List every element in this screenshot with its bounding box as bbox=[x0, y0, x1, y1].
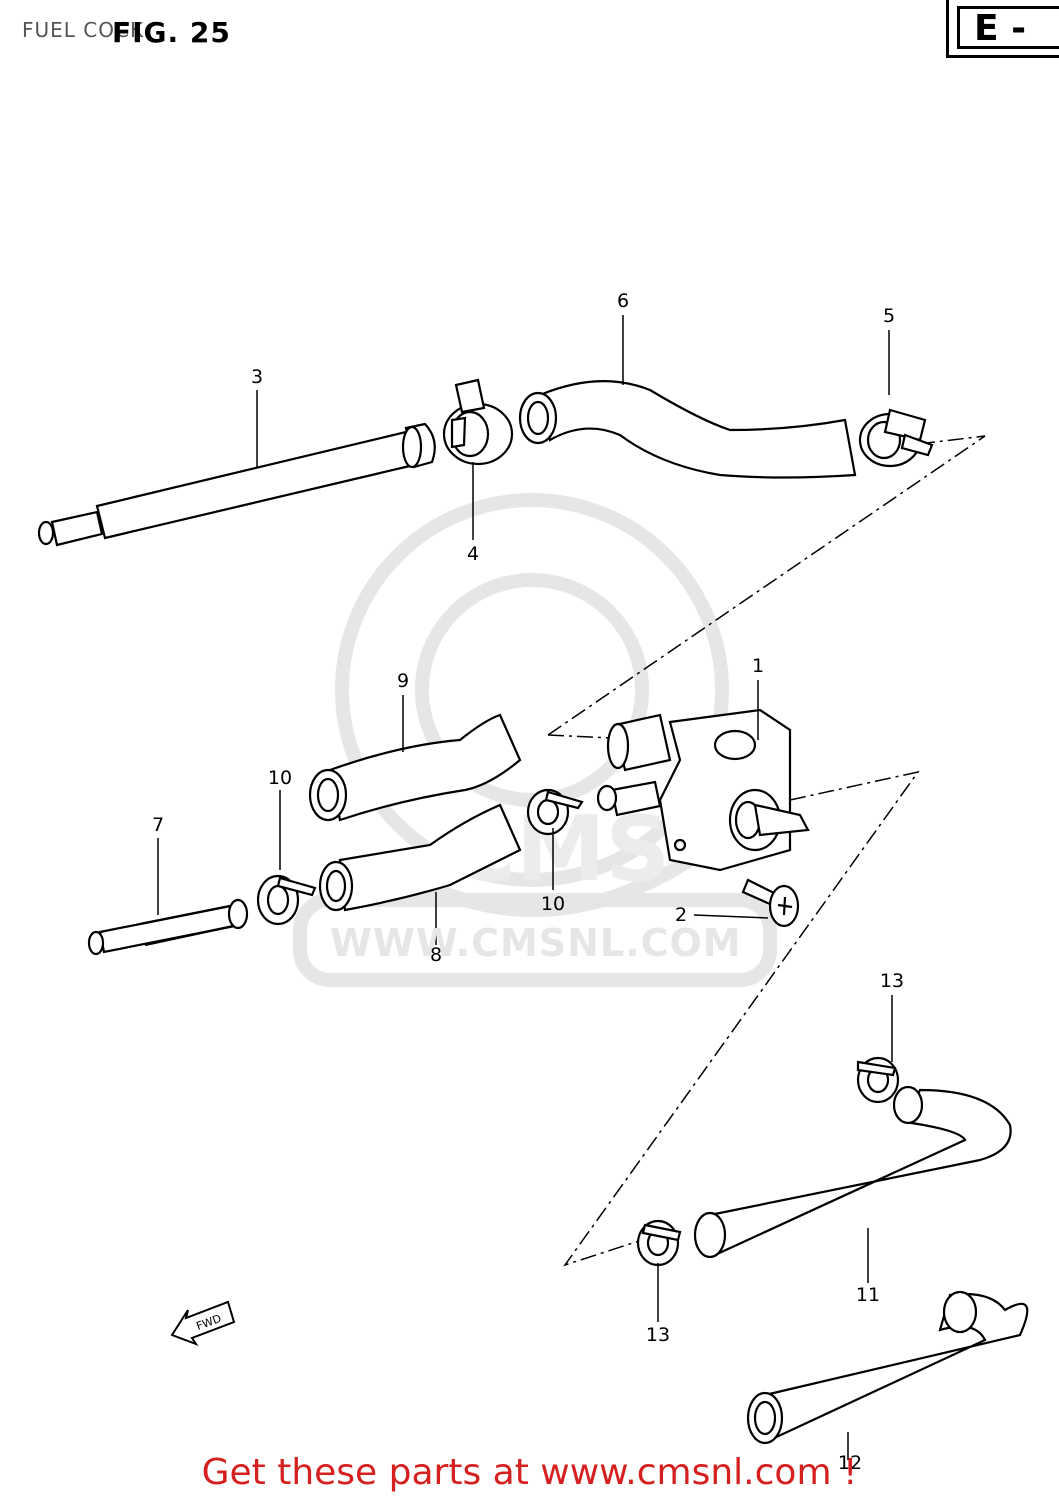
part-6-hose bbox=[518, 380, 857, 479]
callout-13a[interactable]: 13 bbox=[879, 970, 905, 992]
callout-9[interactable]: 9 bbox=[396, 670, 410, 692]
callout-5[interactable]: 5 bbox=[882, 305, 896, 327]
part-10b-clamp bbox=[526, 788, 584, 836]
page-title: FUEL COCK bbox=[22, 18, 145, 42]
part-11-hose bbox=[693, 1085, 1012, 1259]
part-9-hose bbox=[308, 713, 522, 822]
fwd-arrow-icon: FWD bbox=[170, 1300, 236, 1347]
callout-7[interactable]: 7 bbox=[151, 814, 165, 836]
part-8-hose bbox=[318, 803, 522, 912]
part-2-screw bbox=[741, 878, 800, 928]
callout-10b[interactable]: 10 bbox=[540, 893, 566, 915]
callout-2[interactable]: 2 bbox=[674, 904, 688, 926]
part-7-filter-pipe bbox=[87, 898, 249, 956]
footer-promo-link[interactable]: Get these parts at www.cmsnl.com ! bbox=[201, 1452, 858, 1493]
part-12-hose bbox=[746, 1290, 1029, 1445]
figure-label: FIG. 25 bbox=[112, 16, 231, 49]
callout-10a[interactable]: 10 bbox=[267, 767, 293, 789]
part-4-clamp bbox=[442, 378, 514, 466]
part-13b-clamp bbox=[636, 1219, 682, 1267]
corner-code-box: E - bbox=[946, 0, 1059, 58]
part-1-fuel-cock bbox=[596, 708, 810, 872]
callout-13b[interactable]: 13 bbox=[645, 1324, 671, 1346]
callout-8[interactable]: 8 bbox=[429, 944, 443, 966]
callout-12[interactable]: 12 bbox=[837, 1452, 863, 1474]
part-13a-clamp bbox=[856, 1056, 900, 1104]
part-10a-clamp bbox=[256, 874, 317, 926]
corner-code: E - bbox=[957, 6, 1059, 49]
callout-1[interactable]: 1 bbox=[751, 655, 765, 677]
callout-4[interactable]: 4 bbox=[466, 543, 480, 565]
callout-3[interactable]: 3 bbox=[250, 366, 264, 388]
callout-6[interactable]: 6 bbox=[616, 290, 630, 312]
part-5-clamp bbox=[858, 408, 934, 468]
watermark-url: WWW.CMSNL.COM bbox=[330, 921, 742, 965]
part-3-fuel-pipe bbox=[37, 422, 436, 547]
assembly-guide-lines bbox=[547, 435, 986, 1267]
callout-11[interactable]: 11 bbox=[855, 1284, 881, 1306]
leader-lines bbox=[157, 315, 893, 1460]
